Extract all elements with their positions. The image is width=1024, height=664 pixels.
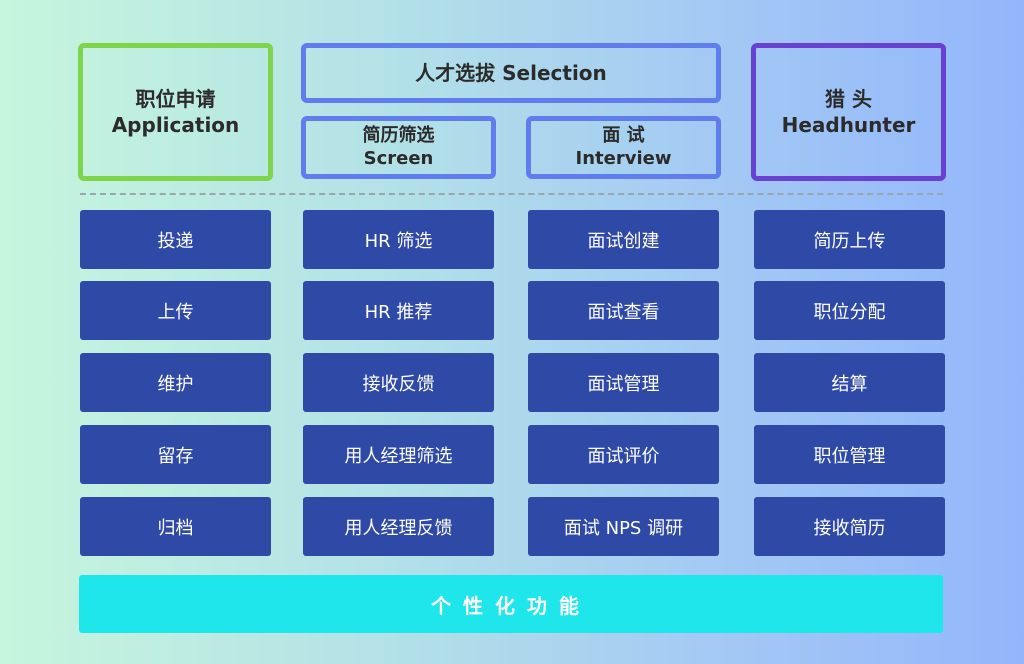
application-title-en: Application	[111, 113, 240, 137]
feature-label: 接收简历	[813, 517, 886, 539]
screen-title-en: Screen	[363, 147, 434, 169]
personalization-label: 个性化功能	[431, 593, 591, 618]
screen-box: 简历筛选 Screen	[301, 116, 496, 179]
application-title-cn: 职位申请	[135, 87, 216, 111]
application-box: 职位申请 Application	[78, 43, 273, 181]
divider	[80, 193, 943, 195]
interview-title-en: Interview	[575, 147, 672, 169]
feature-label: HR 推荐	[364, 301, 433, 323]
feature-label: 面试查看	[587, 301, 660, 323]
application-feature-tile: 归档	[80, 497, 271, 556]
feature-label: 维护	[157, 373, 194, 395]
headhunter-feature-tile: 职位分配	[754, 281, 945, 340]
screen-feature-tile: HR 推荐	[303, 281, 494, 340]
screen-feature-tile: 用人经理筛选	[303, 425, 494, 484]
interview-box: 面 试 Interview	[526, 116, 721, 179]
feature-label: 结算	[831, 373, 868, 395]
feature-label: 投递	[157, 230, 194, 252]
headhunter-feature-tile: 职位管理	[754, 425, 945, 484]
headhunter-feature-tile: 简历上传	[754, 210, 945, 269]
screen-feature-tile: 接收反馈	[303, 353, 494, 412]
headhunter-feature-tile: 结算	[754, 353, 945, 412]
application-feature-tile: 上传	[80, 281, 271, 340]
screen-feature-tile: HR 筛选	[303, 210, 494, 269]
feature-label: 归档	[157, 517, 194, 539]
feature-label: 接收反馈	[362, 373, 435, 395]
application-feature-tile: 留存	[80, 425, 271, 484]
interview-feature-tile: 面试管理	[528, 353, 719, 412]
feature-label: 面试创建	[587, 230, 660, 252]
feature-label: 职位分配	[813, 301, 886, 323]
feature-label: 职位管理	[813, 445, 886, 467]
interview-feature-tile: 面试查看	[528, 281, 719, 340]
feature-label: 留存	[157, 445, 194, 467]
feature-label: 用人经理筛选	[344, 445, 453, 467]
personalization-bar: 个性化功能	[79, 575, 943, 633]
interview-title-cn: 面 试	[602, 125, 645, 146]
selection-box: 人才选拔 Selection	[301, 43, 721, 103]
screen-title-cn: 简历筛选	[362, 125, 435, 146]
feature-label: 上传	[157, 301, 194, 323]
headhunter-box: 猎 头 Headhunter	[751, 43, 946, 181]
headhunter-feature-tile: 接收简历	[754, 497, 945, 556]
application-feature-tile: 投递	[80, 210, 271, 269]
application-feature-tile: 维护	[80, 353, 271, 412]
feature-label: 用人经理反馈	[344, 517, 453, 539]
feature-label: 面试 NPS 调研	[563, 517, 684, 539]
headhunter-title-cn: 猎 头	[825, 87, 872, 111]
headhunter-title-en: Headhunter	[781, 113, 916, 137]
feature-label: 面试评价	[587, 445, 660, 467]
interview-feature-tile: 面试创建	[528, 210, 719, 269]
selection-title: 人才选拔 Selection	[415, 61, 607, 85]
feature-label: HR 筛选	[364, 230, 433, 252]
interview-feature-tile: 面试 NPS 调研	[528, 497, 719, 556]
feature-label: 简历上传	[813, 230, 886, 252]
interview-feature-tile: 面试评价	[528, 425, 719, 484]
screen-feature-tile: 用人经理反馈	[303, 497, 494, 556]
feature-label: 面试管理	[587, 373, 660, 395]
